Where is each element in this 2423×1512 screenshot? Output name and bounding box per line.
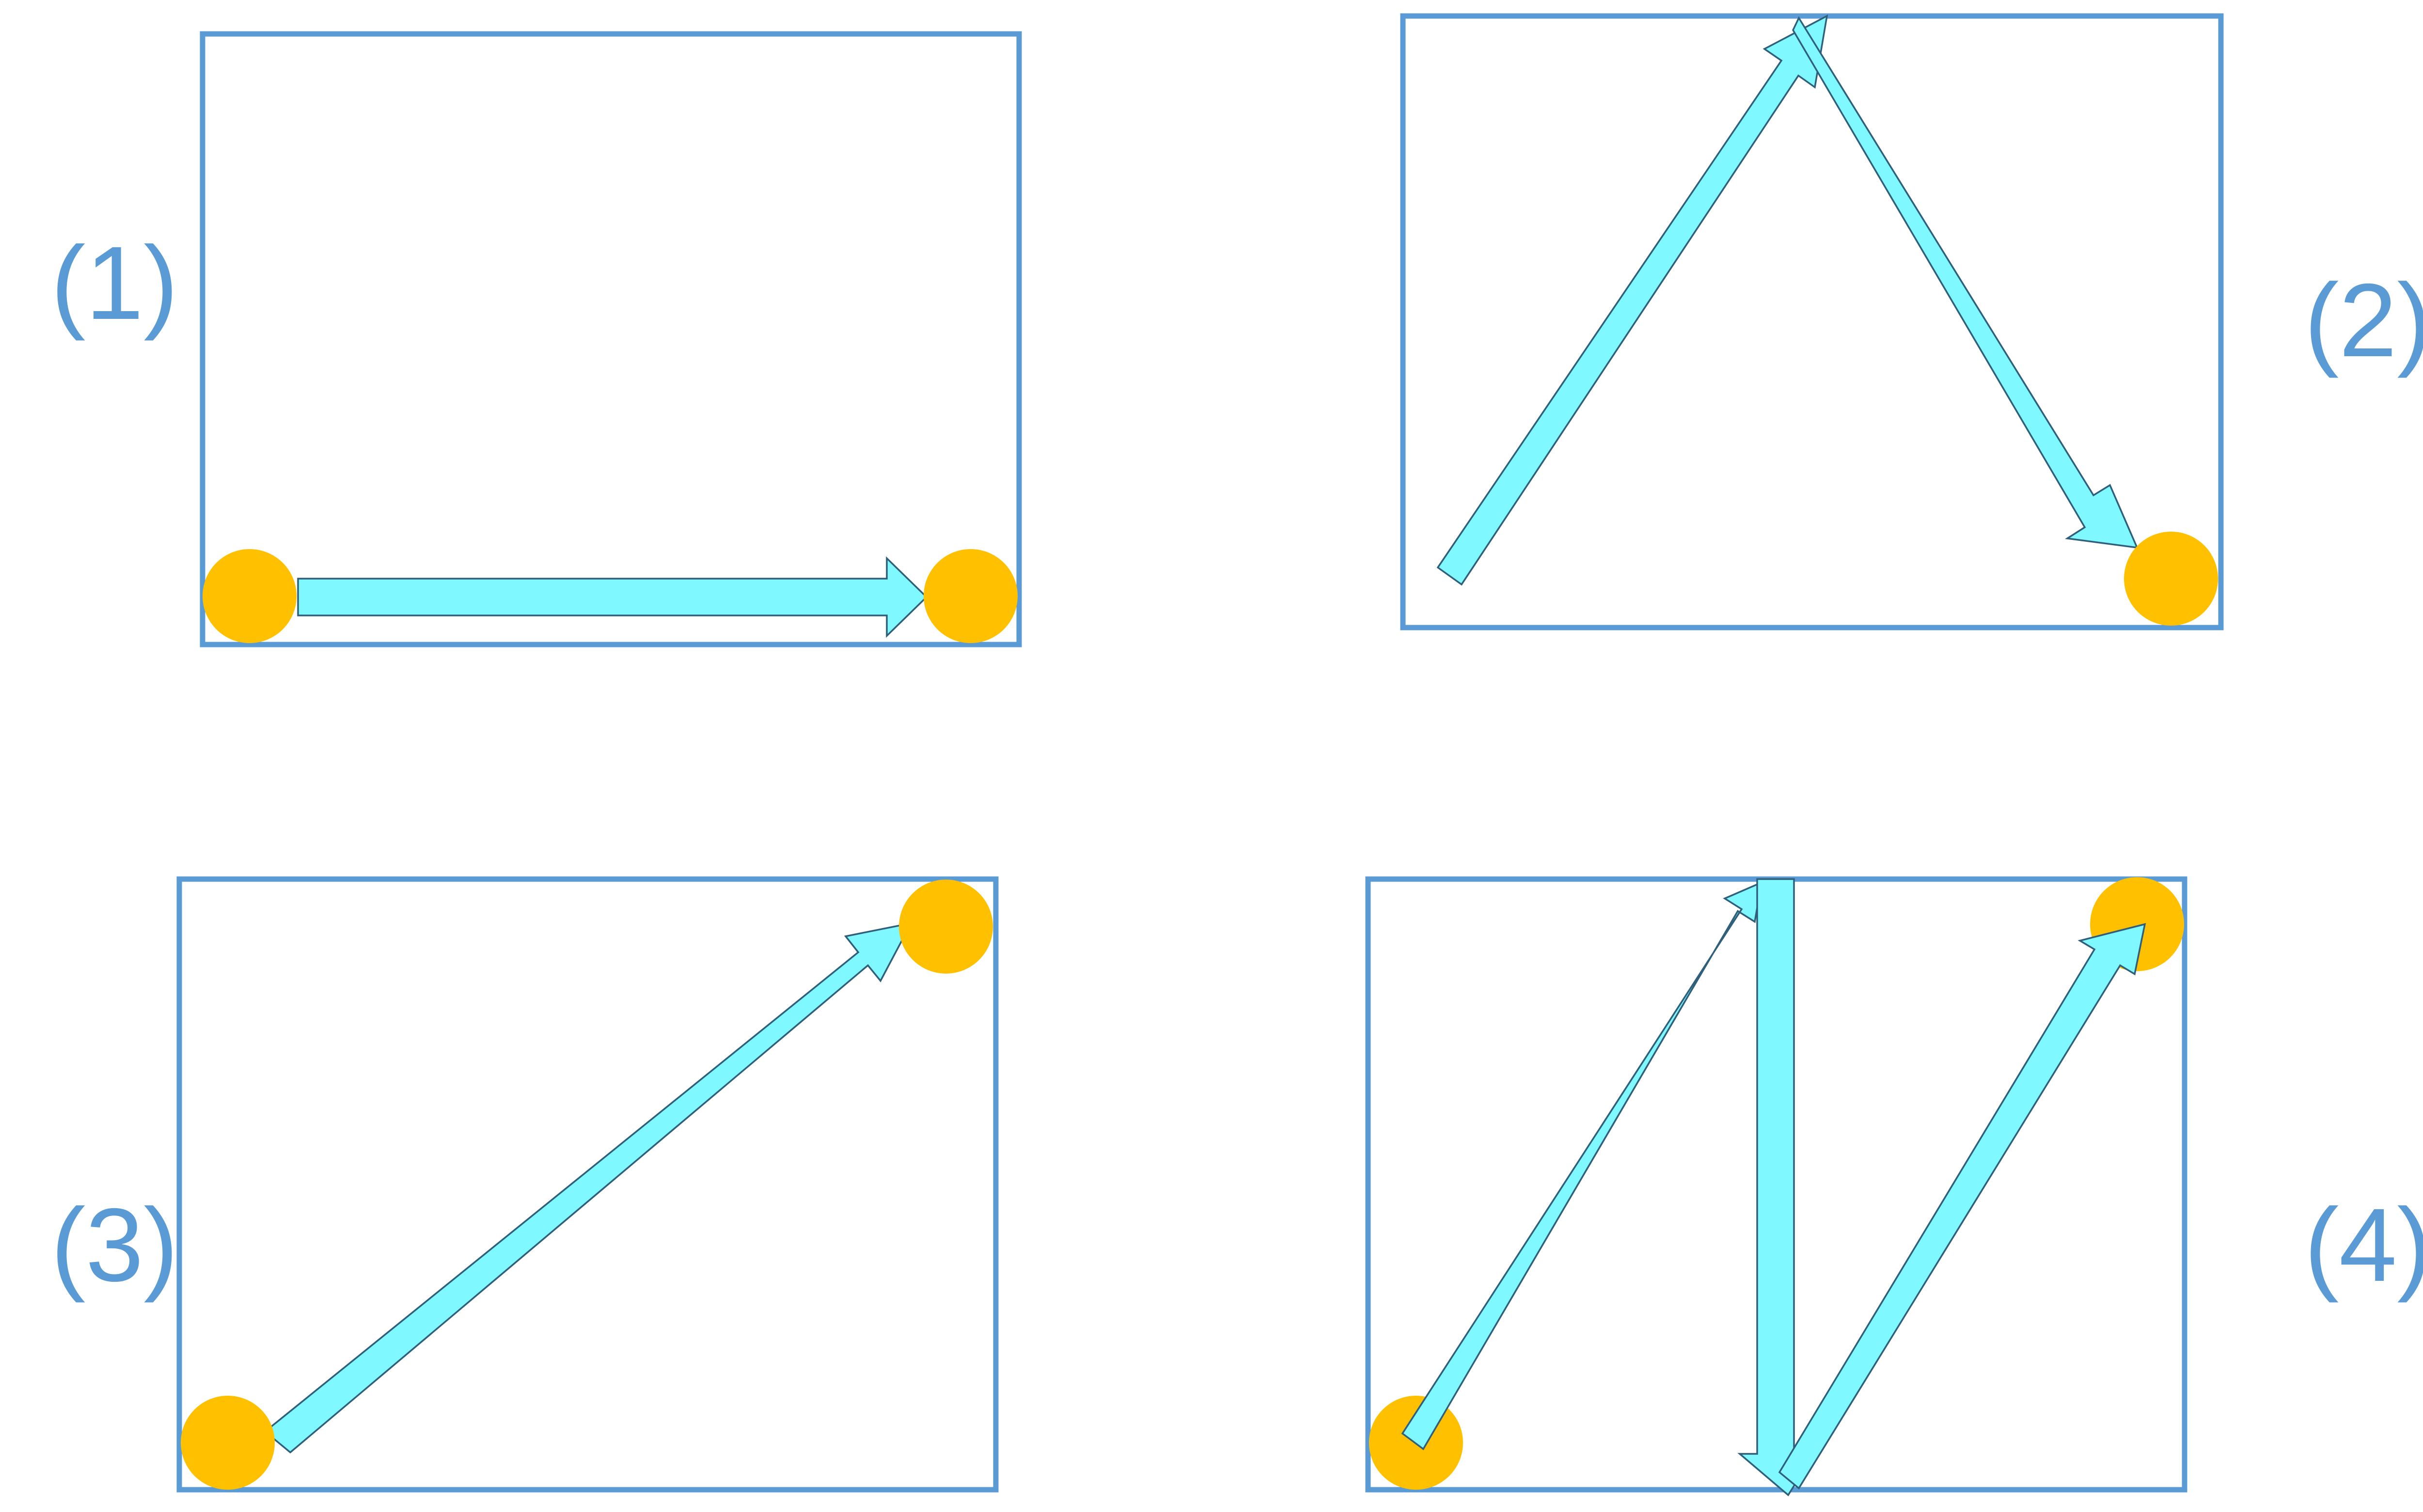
panel-3-label: (3) — [51, 1186, 178, 1303]
panel-1: (1) — [51, 31, 1022, 647]
panel-2-arrow-down — [1792, 16, 2139, 549]
panel-4-arrow-up-right — [1778, 923, 2146, 1490]
panel-3-end-dot — [899, 880, 993, 974]
panel-1-start-dot — [203, 549, 297, 643]
panel-3-arrow — [264, 922, 913, 1454]
panel-2-label: (2) — [2304, 262, 2423, 378]
panel-1-frame — [200, 31, 1022, 647]
panel-2-end-dot — [2124, 532, 2218, 626]
panel-3-frame — [176, 876, 999, 1493]
panel-1-arrow — [297, 556, 928, 638]
panel-2-arrow-up — [1436, 14, 1828, 586]
panel-2: (2) — [1400, 13, 2423, 630]
panel-4-label: (4) — [2304, 1186, 2423, 1303]
panel-1-label: (1) — [51, 224, 178, 341]
panel-1-end-dot — [924, 549, 1018, 643]
panel-4: (4) — [1365, 876, 2423, 1496]
panel-3-start-dot — [181, 1396, 275, 1490]
panel-3: (3) — [51, 876, 999, 1493]
